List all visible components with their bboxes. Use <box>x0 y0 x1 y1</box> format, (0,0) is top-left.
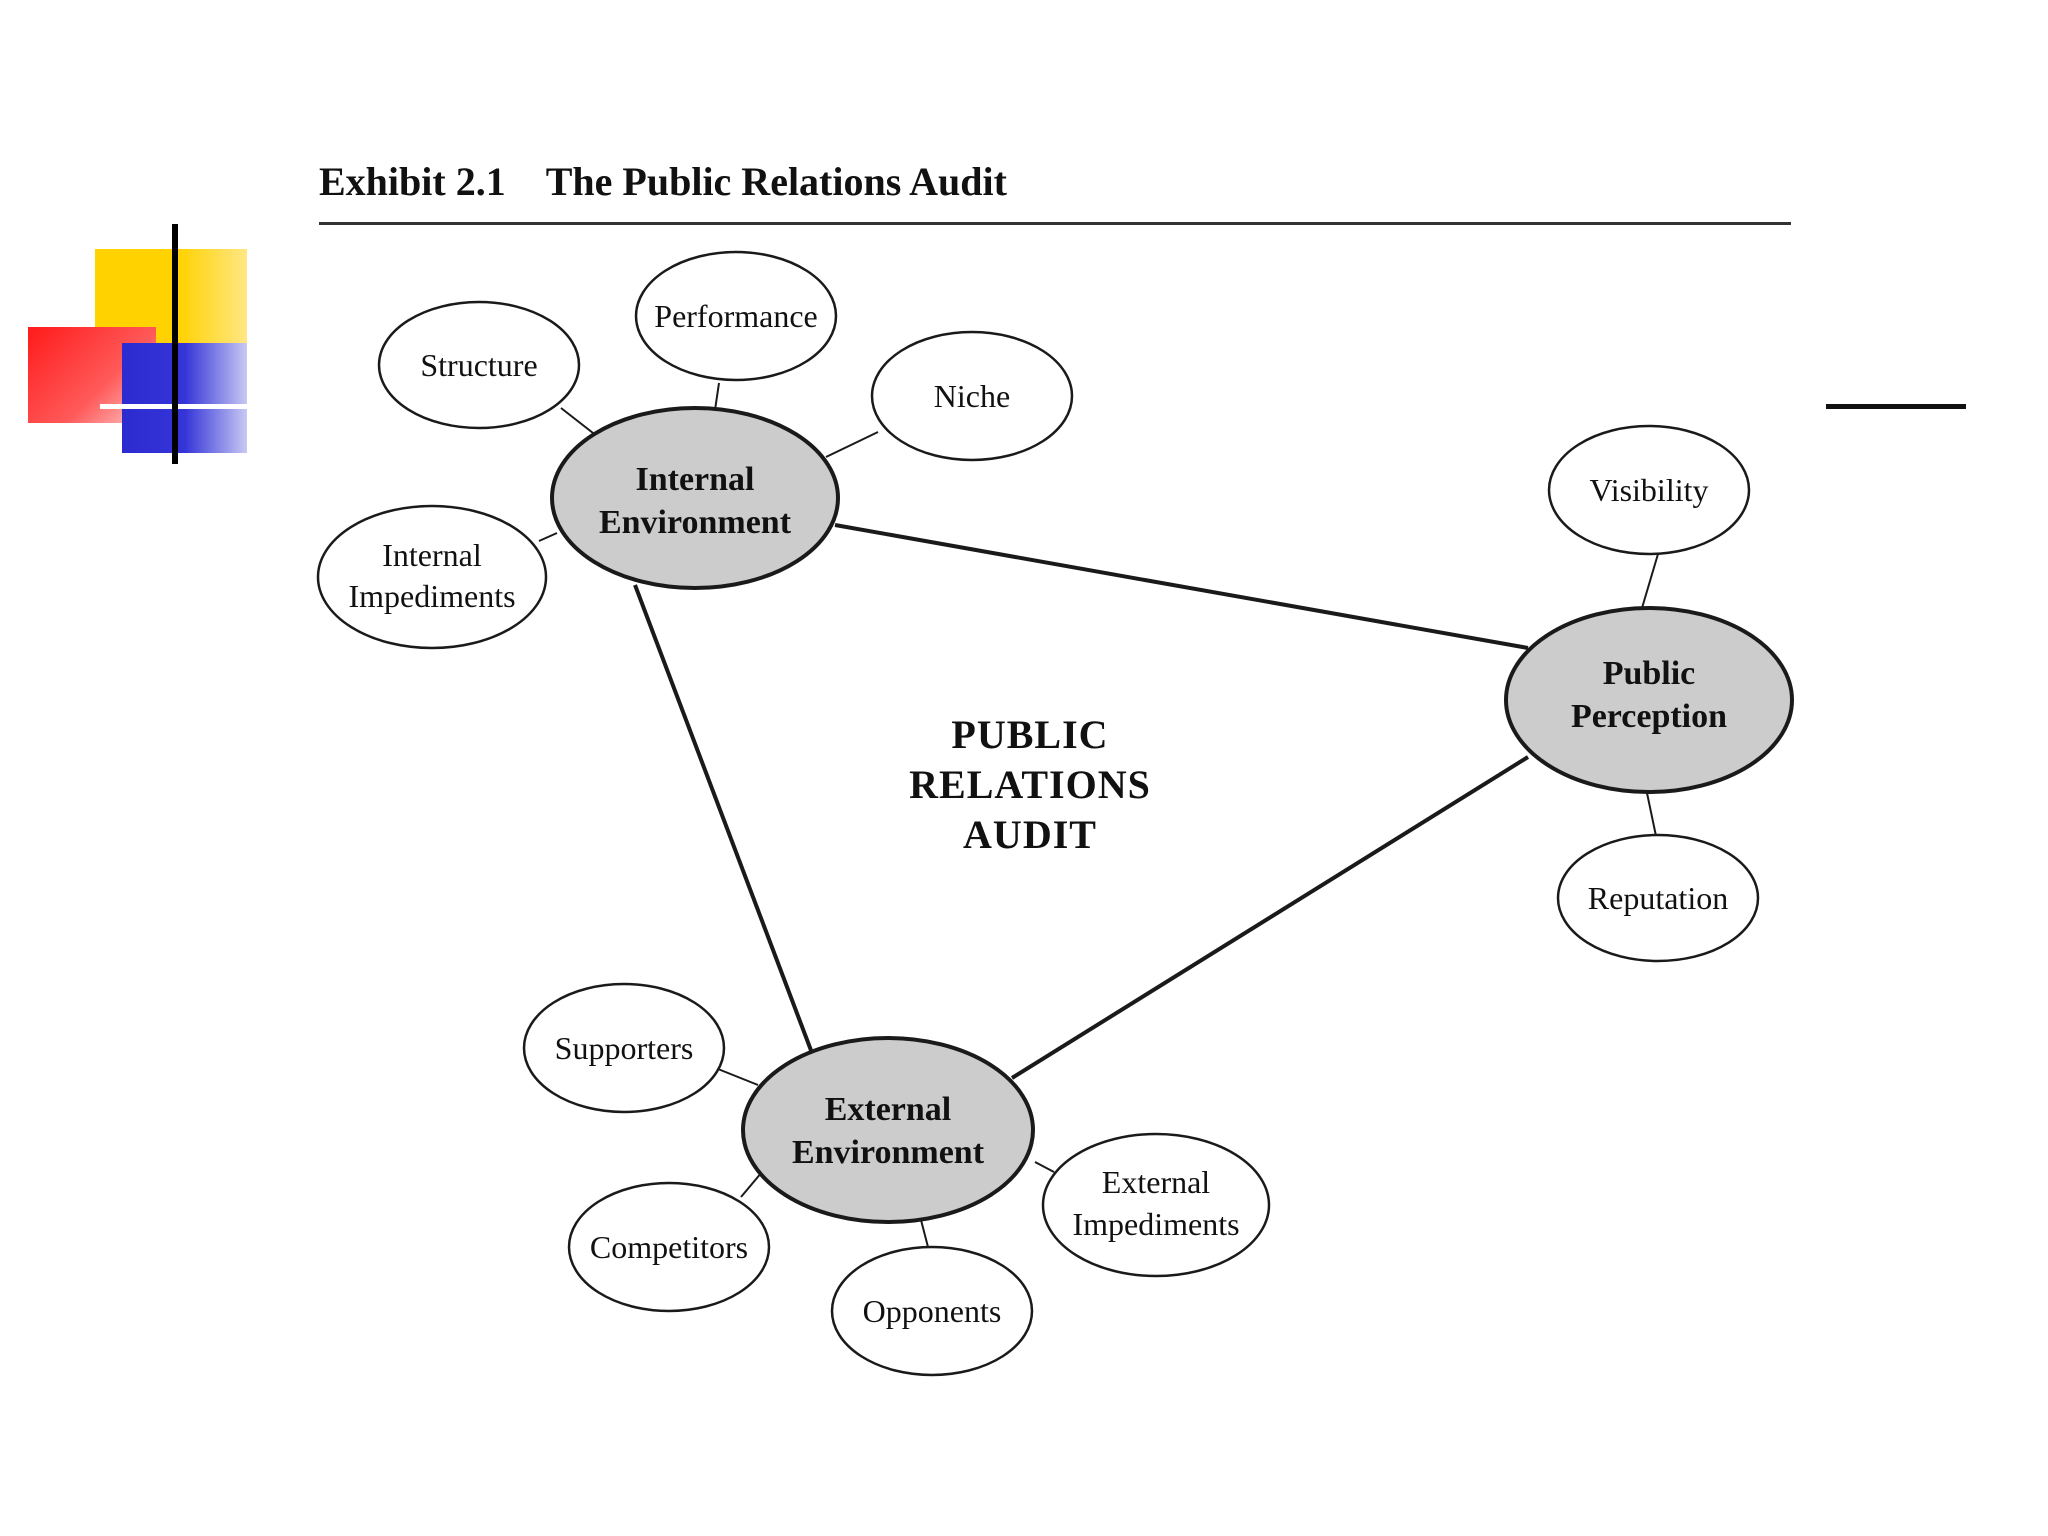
node-external-impediments-line-2: Impediments <box>1072 1206 1239 1242</box>
node-visibility-label: Visibility <box>1590 472 1709 508</box>
center-label: PUBLIC RELATIONS AUDIT <box>909 712 1151 857</box>
spoke-internal-impediments <box>539 533 557 541</box>
spoke-performance <box>715 383 719 410</box>
node-internal-impediments: Internal Impediments <box>318 506 546 648</box>
edge-internal-external <box>635 585 812 1053</box>
center-label-line-1: PUBLIC <box>951 712 1108 757</box>
spoke-opponents <box>921 1220 928 1247</box>
hub-public-line-2: Perception <box>1571 698 1727 735</box>
hub-external-line-1: External <box>825 1091 952 1128</box>
node-supporters: Supporters <box>524 984 724 1112</box>
node-supporters-label: Supporters <box>555 1030 694 1066</box>
hub-internal-line-1: Internal <box>636 461 755 498</box>
edge-internal-public <box>835 525 1528 648</box>
node-opponents: Opponents <box>832 1247 1032 1375</box>
spoke-competitors <box>741 1172 762 1197</box>
node-internal-impediments-line-2: Impediments <box>348 578 515 614</box>
spoke-visibility <box>1642 554 1658 608</box>
node-performance-label: Performance <box>654 298 817 334</box>
hub-public-perception: Public Perception <box>1506 608 1792 792</box>
hub-external-environment: External Environment <box>743 1038 1033 1222</box>
spoke-supporters <box>718 1069 758 1085</box>
node-reputation-label: Reputation <box>1588 880 1728 916</box>
node-internal-impediments-line-1: Internal <box>382 537 482 573</box>
node-external-impediments-line-1: External <box>1102 1164 1211 1200</box>
hub-internal-environment: Internal Environment <box>552 408 838 588</box>
node-structure-label: Structure <box>420 347 537 383</box>
node-visibility: Visibility <box>1549 426 1749 554</box>
node-niche-label: Niche <box>934 378 1010 414</box>
node-external-impediments: External Impediments <box>1043 1134 1269 1276</box>
node-competitors-label: Competitors <box>590 1229 748 1265</box>
node-niche: Niche <box>872 332 1072 460</box>
hub-public-line-1: Public <box>1603 655 1696 692</box>
node-performance: Performance <box>636 252 836 380</box>
node-reputation: Reputation <box>1558 835 1758 961</box>
spoke-reputation <box>1647 793 1656 836</box>
spoke-niche <box>826 432 878 457</box>
center-label-line-2: RELATIONS <box>909 762 1151 807</box>
node-opponents-label: Opponents <box>863 1293 1002 1329</box>
node-competitors: Competitors <box>569 1183 769 1311</box>
node-structure: Structure <box>379 302 579 428</box>
hub-internal-line-2: Environment <box>599 504 792 541</box>
spoke-external-impediments <box>1035 1162 1054 1172</box>
spoke-structure <box>561 408 593 433</box>
center-label-line-3: AUDIT <box>963 812 1097 857</box>
hub-external-line-2: Environment <box>792 1134 985 1171</box>
